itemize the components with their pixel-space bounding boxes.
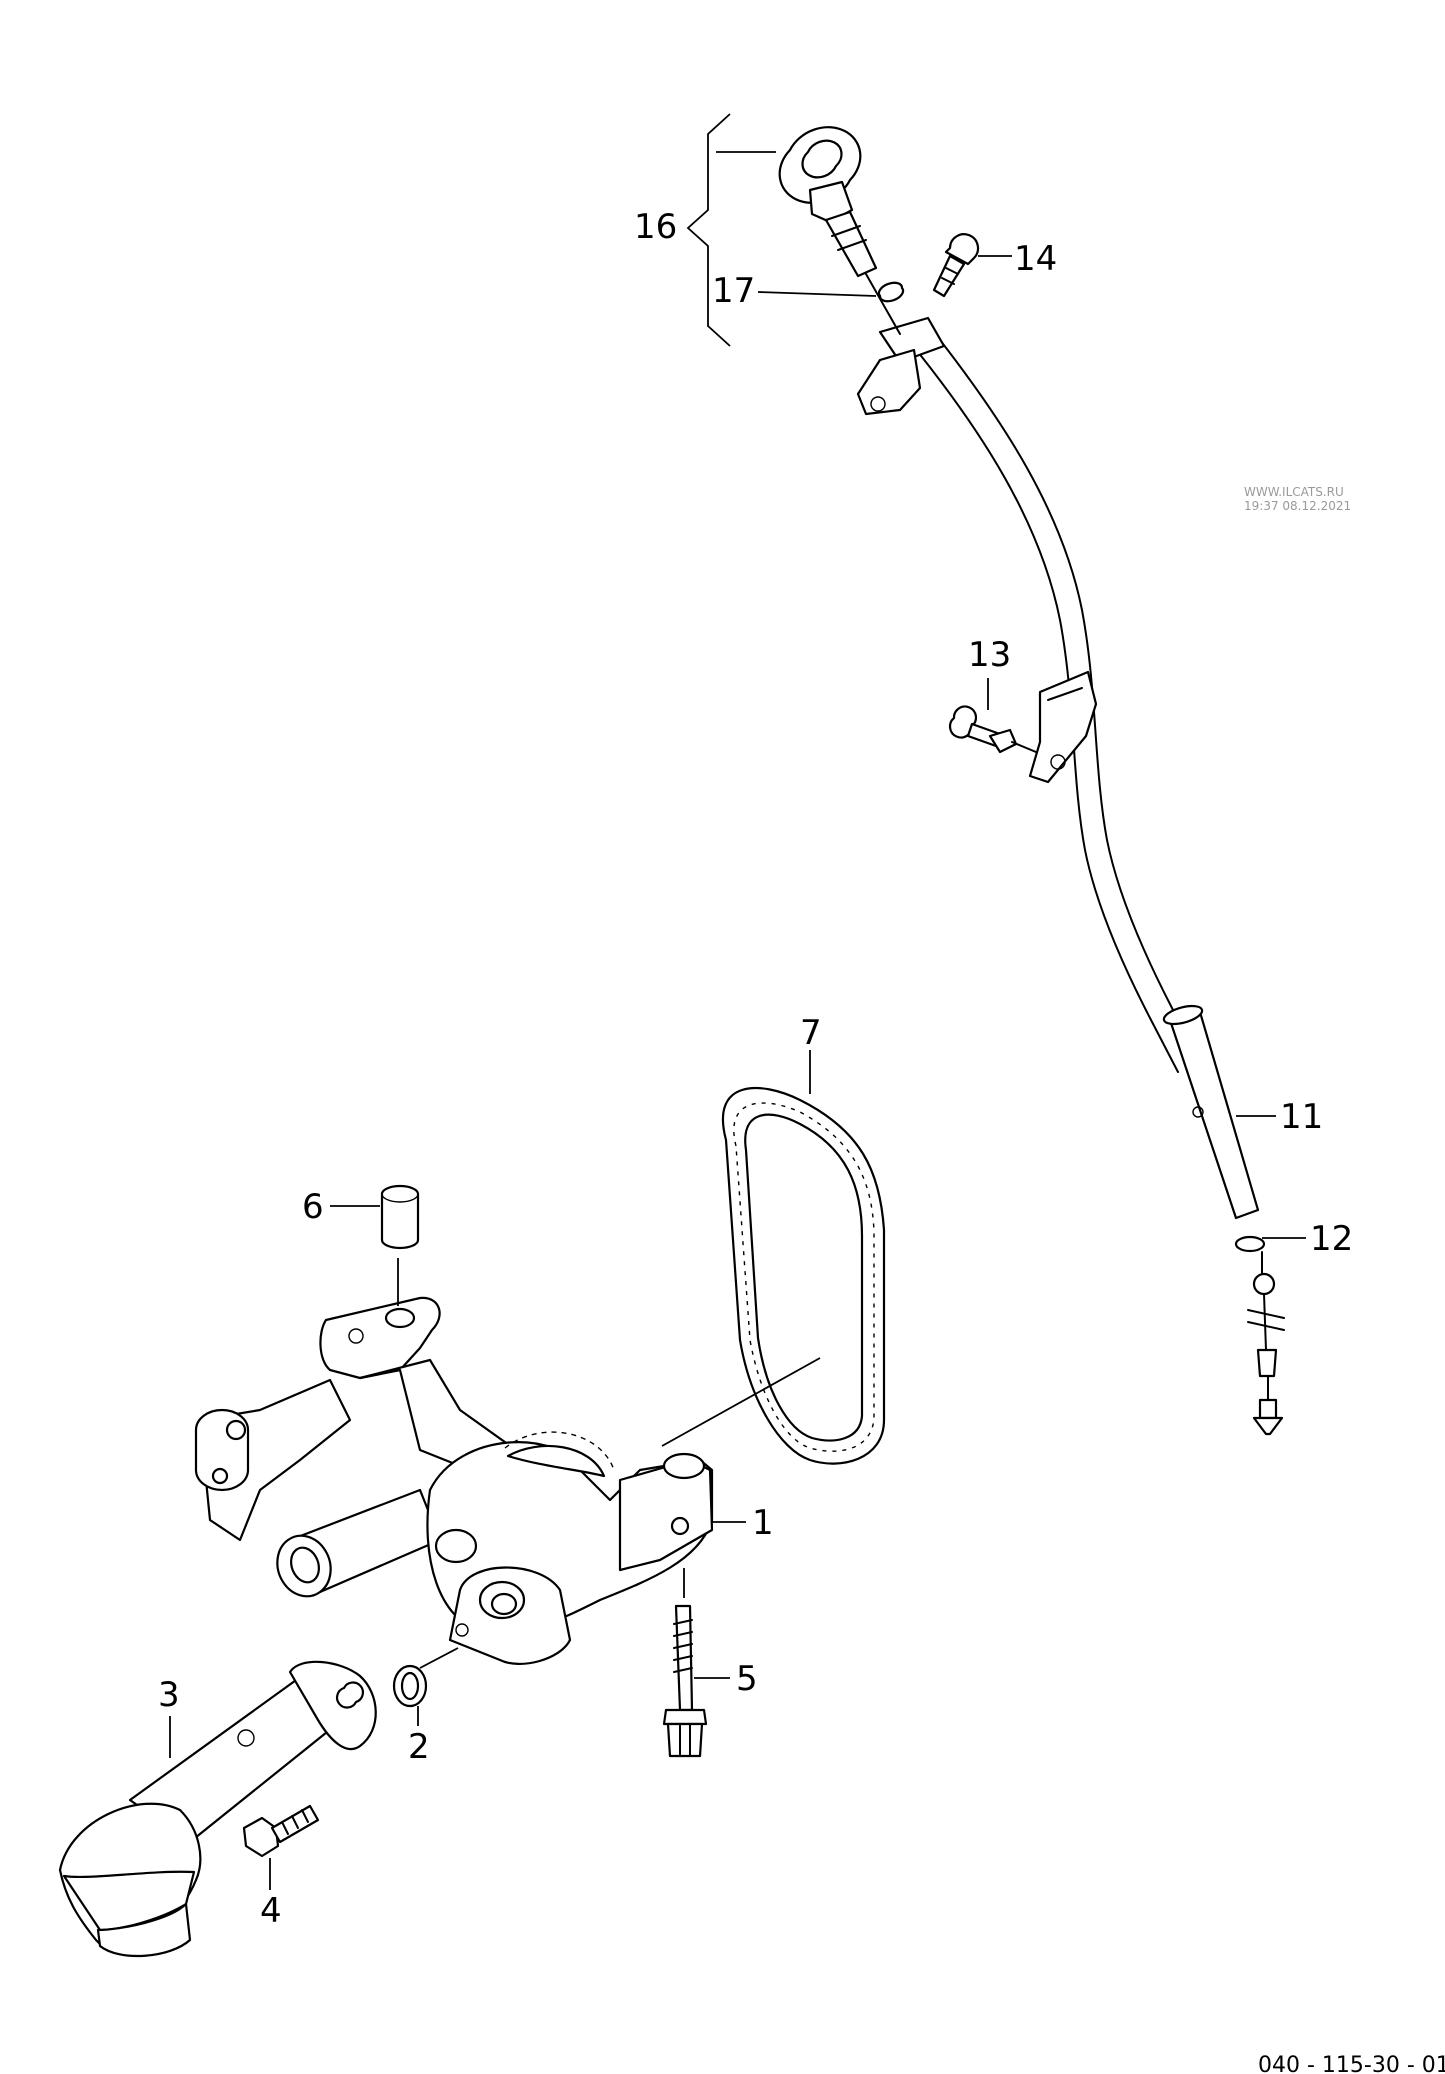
- callout-6: 6: [302, 1187, 324, 1227]
- o-ring: [392, 1664, 428, 1708]
- watermark-site: WWW.ILCATS.RU: [1244, 485, 1344, 499]
- bolt-13: [948, 705, 1037, 754]
- reference-code: 040 - 115-30 - 01: [1258, 2053, 1445, 2074]
- callout-2: 2: [408, 1727, 430, 1767]
- callout-11: 11: [1280, 1097, 1323, 1137]
- callout-17: 17: [712, 271, 755, 311]
- callout-16: 16: [634, 207, 677, 247]
- callout-14: 14: [1014, 239, 1057, 279]
- leader-lines: [169, 113, 1306, 1890]
- callout-3: 3: [158, 1675, 180, 1715]
- callout-5: 5: [736, 1659, 758, 1699]
- dipstick-handle: [778, 126, 901, 335]
- toothed-belt: [721, 1086, 886, 1465]
- dowel-sleeve: [380, 1184, 420, 1250]
- dipstick-lower-end: [1234, 1235, 1285, 1436]
- dipstick-seal: [877, 281, 905, 303]
- dipstick-guide-tube: [856, 316, 1260, 1220]
- oil-pump: [194, 1296, 714, 1665]
- watermark-timestamp: 19:37 08.12.2021: [1244, 499, 1351, 513]
- callout-12: 12: [1310, 1219, 1353, 1259]
- callout-1: 1: [752, 1503, 774, 1543]
- suction-pipe: [58, 1660, 377, 1958]
- callout-4: 4: [260, 1891, 282, 1931]
- bolt-4: [242, 1804, 320, 1858]
- callout-13: 13: [968, 635, 1011, 675]
- bolt-14: [932, 233, 980, 298]
- callout-7: 7: [800, 1013, 822, 1053]
- bolt-5: [662, 1604, 708, 1758]
